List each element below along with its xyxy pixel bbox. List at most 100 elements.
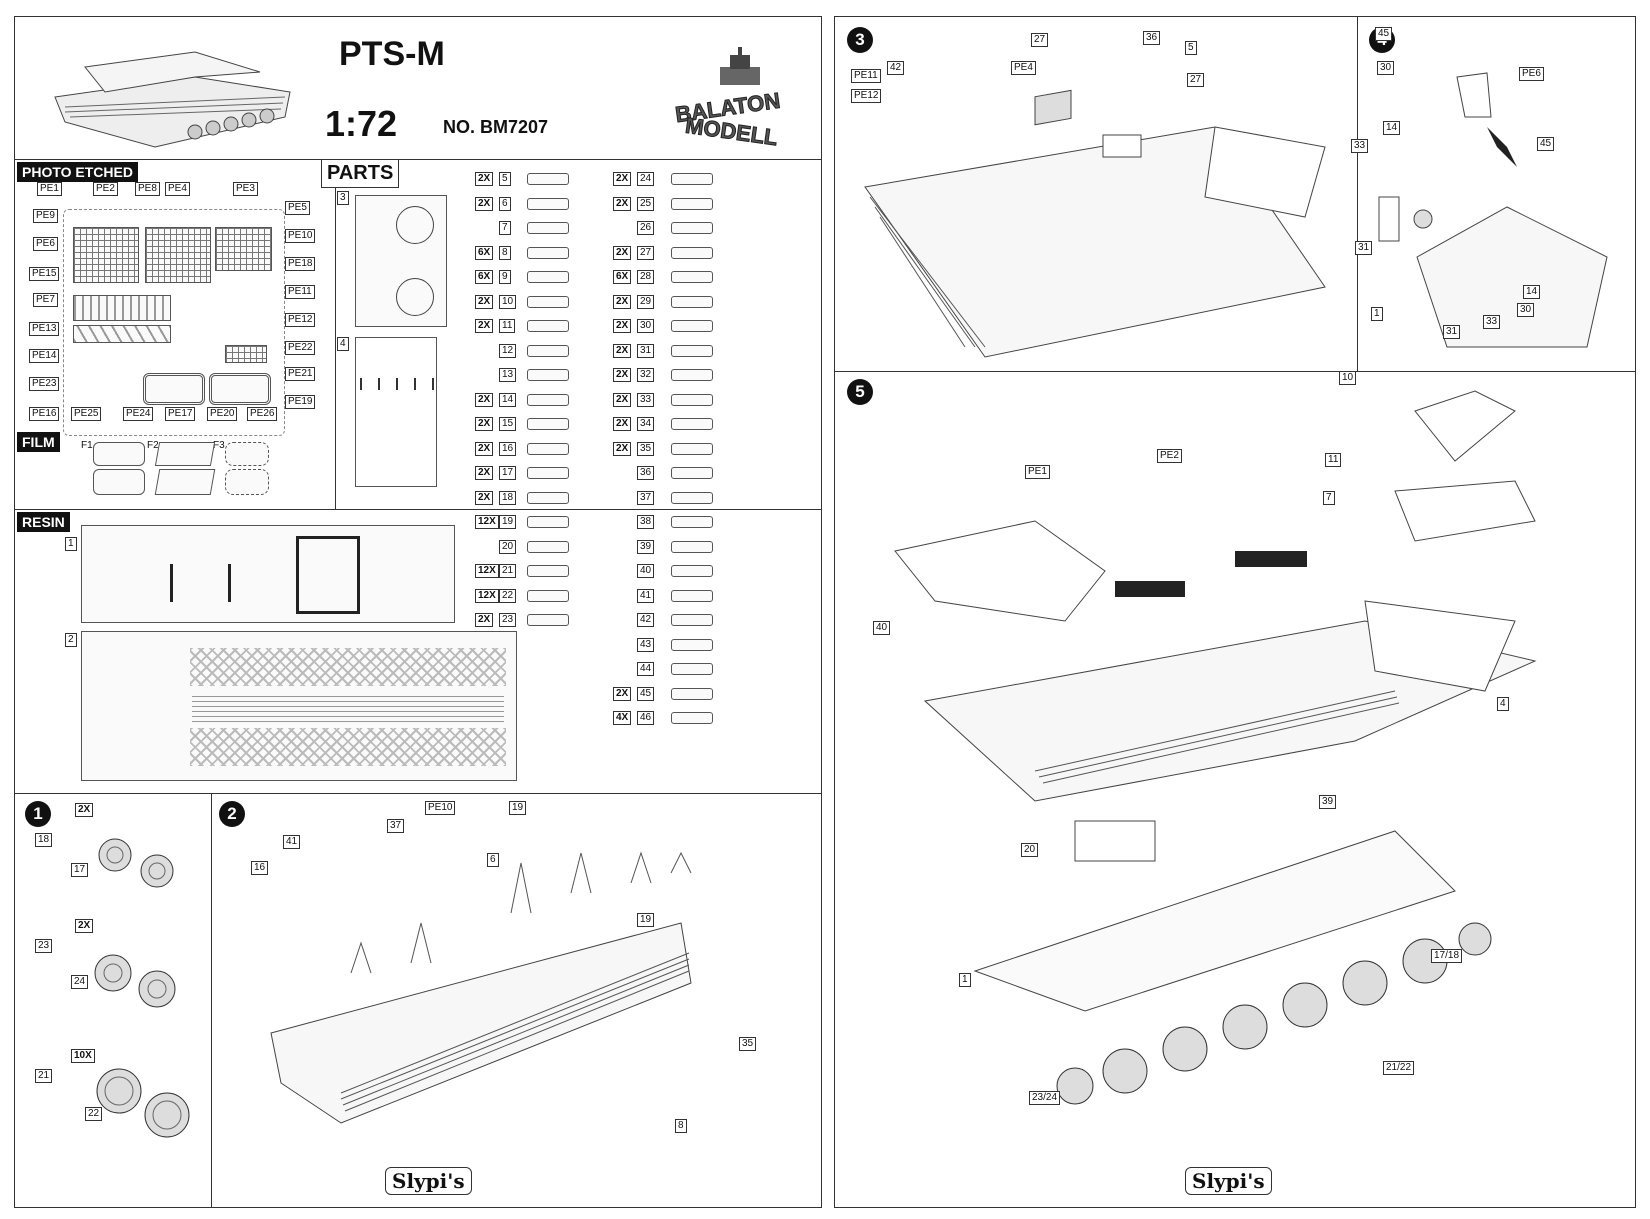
part-drawing-30 <box>671 320 713 332</box>
part-number-37: 37 <box>637 490 655 505</box>
step4-label-8: 31 <box>1443 325 1461 339</box>
pe4-grid <box>215 227 272 271</box>
part-qty-30: 2X <box>613 319 632 333</box>
part-number-34: 34 <box>637 417 655 431</box>
step4-label-4: 33 <box>1351 139 1369 153</box>
pe-right-label-6: PE21 <box>285 367 316 381</box>
step4-label-7: 1 <box>1371 307 1383 321</box>
part-drawing-24 <box>671 173 713 185</box>
hull-slot-a <box>170 564 173 602</box>
step5-label-11: 21/22 <box>1383 1061 1415 1075</box>
pe-left-label-6: PE23 <box>29 377 60 391</box>
part-drawing-15 <box>527 418 569 430</box>
step3-label-5: 36 <box>1143 31 1161 45</box>
part-qty-27: 2X <box>613 245 632 260</box>
step4-label-5: 45 <box>1537 137 1555 151</box>
part-qty-9: 6X <box>475 270 494 284</box>
part-qty-14: 2X <box>475 392 494 407</box>
part-number-20: 20 <box>499 539 517 554</box>
resin-header: RESIN <box>17 512 70 532</box>
part-number-19: 19 <box>499 515 517 529</box>
part-drawing-17 <box>527 467 569 479</box>
step3-label-4: PE4 <box>1011 61 1036 75</box>
resin-panel <box>15 509 821 510</box>
step-1-badge: 1 <box>25 801 51 827</box>
part-qty-15: 2X <box>475 417 494 431</box>
part-qty-32: 2X <box>613 368 632 382</box>
film-label-f2: F2 <box>147 440 159 451</box>
hull-slot-b <box>228 564 231 602</box>
right-top-divider <box>835 371 1635 372</box>
part-qty-29: 2X <box>613 294 632 309</box>
step1-label-1: 17 <box>71 863 89 877</box>
film-f2-top <box>154 442 216 466</box>
pe1-grid <box>73 227 139 283</box>
part-number-15: 15 <box>499 417 517 431</box>
part-number-13: 13 <box>499 368 517 382</box>
pe-top-label-0: PE1 <box>37 182 62 196</box>
part-number-33: 33 <box>637 392 655 407</box>
part-number-23: 23 <box>499 613 517 627</box>
step1-label-4: 21 <box>35 1069 53 1083</box>
pe-left-label-1: PE6 <box>33 237 58 251</box>
pe-left-label-2: PE15 <box>29 267 60 281</box>
part-4-label: 4 <box>337 337 349 351</box>
step-divider <box>15 793 821 794</box>
step5-label-2: PE1 <box>1025 465 1050 479</box>
step-3-badge: 3 <box>847 27 873 53</box>
part-drawing-28 <box>671 271 713 283</box>
step3-label-3: 27 <box>1031 33 1049 47</box>
kit-scale: 1:72 <box>325 103 398 144</box>
step5-label-1: PE2 <box>1157 449 1182 463</box>
part-drawing-14 <box>527 393 569 406</box>
film-label-f3: F3 <box>213 440 225 451</box>
pe-bottom-label-4: PE20 <box>207 407 238 421</box>
pe15-strip <box>73 295 171 321</box>
film-f3-top <box>225 442 269 466</box>
step5-label-7: 39 <box>1319 795 1337 809</box>
right-step-divider <box>1357 17 1358 371</box>
part-drawing-38 <box>671 516 713 528</box>
step1-wheels <box>94 838 190 1138</box>
pe-bottom-label-3: PE17 <box>165 407 196 421</box>
part-number-17: 17 <box>499 466 517 480</box>
step4-label-9: 33 <box>1483 315 1501 329</box>
part-drawing-27 <box>671 246 713 259</box>
part-number-31: 31 <box>637 343 655 358</box>
part-drawing-29 <box>671 295 713 308</box>
part-3-ring-a <box>396 206 434 244</box>
step5-label-3: 11 <box>1325 453 1342 467</box>
step3-label-1: PE12 <box>851 89 882 103</box>
pe-right-label-1: PE10 <box>285 229 316 243</box>
pe-fret <box>63 209 285 436</box>
step3-label-7: 5 <box>1185 41 1197 55</box>
part-qty-10: 2X <box>475 294 494 309</box>
part-number-41: 41 <box>637 588 655 603</box>
part-number-32: 32 <box>637 368 655 382</box>
part-4-drawing <box>355 337 437 487</box>
tank-logo-icon <box>720 47 760 85</box>
step5-label-10: 17/18 <box>1431 949 1463 963</box>
step4-label-10: 30 <box>1517 303 1535 317</box>
part-drawing-10 <box>527 295 569 308</box>
step5-assembly-drawing <box>894 390 1537 1105</box>
part-3-label: 3 <box>337 191 349 205</box>
pe22-part <box>225 345 267 363</box>
part-qty-23: 2X <box>475 613 494 627</box>
part-qty-33: 2X <box>613 392 632 407</box>
part-number-10: 10 <box>499 294 517 309</box>
part-number-21: 21 <box>499 564 517 578</box>
part-drawing-46 <box>671 712 713 724</box>
pe-bottom-label-5: PE26 <box>247 407 278 421</box>
step2-label-8: 8 <box>675 1119 687 1133</box>
step2-label-7: 35 <box>739 1037 757 1051</box>
part-drawing-35 <box>671 442 713 455</box>
part-qty-25: 2X <box>613 196 632 211</box>
part-drawing-25 <box>671 197 713 210</box>
part-qty-6: 2X <box>475 196 494 211</box>
part-qty-35: 2X <box>613 441 632 456</box>
pe20-frame <box>143 373 205 405</box>
photo-etched-header: PHOTO ETCHED <box>17 162 138 182</box>
part-drawing-22 <box>527 589 569 602</box>
